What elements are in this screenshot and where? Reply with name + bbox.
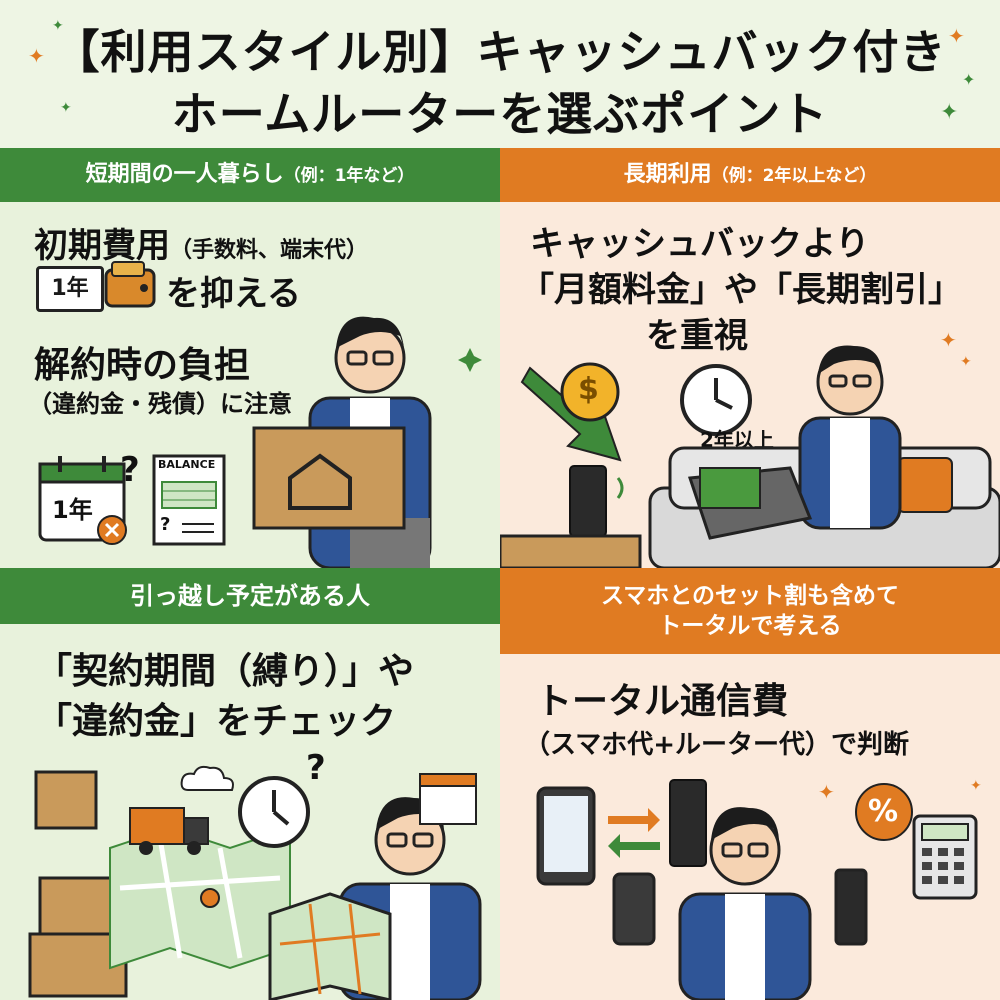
panel-heading-line1: スマホとのセット割も含めて xyxy=(600,583,900,609)
panel-bundle: スマホとのセット割も含めて トータルで考える トータル通信費 （スマホ代+ルータ… xyxy=(500,568,1000,1000)
panel-heading: 短期間の一人暮らし（例：1年など） xyxy=(0,148,500,202)
calculator-icon xyxy=(912,814,978,900)
panel-moving: 引っ越し予定がある人 「契約期間（縛り）」や 「違約金」をチェック ? xyxy=(0,568,500,1000)
coin-icon xyxy=(560,362,620,422)
point-cancel-burden-sub: （違約金・残債）に注意 xyxy=(28,390,292,418)
sparkle-icon: ✦ xyxy=(940,328,957,352)
cloud-icon xyxy=(180,765,234,791)
panel-long-term: 長期利用（例：2年以上など） キャッシュバックより 「月額料金」や「長期割引」 … xyxy=(500,148,1000,568)
calendar-icon xyxy=(38,456,127,545)
map-with-truck-illustration xyxy=(109,807,291,970)
moving-boxes-illustration xyxy=(28,770,128,998)
router-icon xyxy=(669,779,707,867)
sparkle-icon: ✦ xyxy=(818,780,835,804)
document-title: BALANCE xyxy=(158,458,216,471)
panel-heading-line2: トータルで考える xyxy=(658,613,842,639)
panel-heading: 引っ越し予定がある人 xyxy=(0,568,500,624)
document-question: ? xyxy=(160,514,171,535)
moving-line2: 「違約金」をチェック xyxy=(36,701,397,742)
bundle-line2: （スマホ代+ルーター代）で判断 xyxy=(524,730,910,760)
panel-heading-text: 短期間の一人暮らし xyxy=(85,162,284,187)
balance-document-icon xyxy=(152,454,226,546)
question-mark: ? xyxy=(120,450,140,490)
point-cancel-burden: 解約時の負担 xyxy=(34,345,251,386)
sparkle-icon: ✦ xyxy=(52,18,64,34)
one-year-badge: 1年 xyxy=(36,266,104,312)
wallet-icon xyxy=(104,261,156,308)
clock-icon xyxy=(238,776,310,848)
smartphone-icon xyxy=(536,786,596,886)
person-holding-phone-and-router-illustration xyxy=(612,807,868,1000)
sparkle-icon: ✦ xyxy=(960,354,972,370)
panel-heading: スマホとのセット割も含めて トータルで考える xyxy=(500,568,1000,654)
sparkle-icon: ✦ xyxy=(962,70,976,89)
point-reduce-text: を抑える xyxy=(166,274,301,314)
person-carrying-box-illustration xyxy=(252,316,482,568)
bundle-line1: トータル通信費 xyxy=(536,681,789,722)
panel-short-term: 短期間の一人暮らし（例：1年など） 初期費用（手数料、端末代） 1年 を抑える … xyxy=(0,148,500,568)
sparkle-icon: ✦ xyxy=(948,24,965,48)
exchange-arrows-icon xyxy=(608,808,660,858)
panel-heading-sub: （例：1年など） xyxy=(283,166,415,186)
coin-symbol: $ xyxy=(578,372,599,407)
panel-heading: 長期利用（例：2年以上など） xyxy=(500,148,1000,202)
title-area: 【利用スタイル別】キャッシュバック付き ホームルーターを選ぶポイント ✦ ✦ ✦… xyxy=(0,0,1000,148)
person-relaxing-on-sofa-illustration xyxy=(648,345,1000,568)
sparkle-icon: ✦ xyxy=(60,100,72,116)
question-mark: ? xyxy=(306,748,326,788)
long-term-line1: キャッシュバックより xyxy=(530,224,870,264)
panel-heading-sub: （例：2年以上など） xyxy=(711,166,877,186)
percent-symbol: % xyxy=(868,794,899,829)
point-initial-cost: 初期費用 xyxy=(34,226,170,266)
person-thinking-with-map-illustration xyxy=(268,773,482,1000)
point-initial-cost-sub: （手数料、端末代） xyxy=(170,238,369,263)
sparkle-icon: ✦ xyxy=(940,100,959,125)
moving-line1: 「契約期間（縛り）」や xyxy=(36,651,415,692)
long-term-line2: 「月額料金」や「長期割引」 xyxy=(520,270,962,310)
long-term-line3: を重視 xyxy=(646,316,748,356)
sparkle-icon: ✦ xyxy=(28,44,45,68)
panel-heading-text: 長期利用 xyxy=(623,162,712,187)
router-on-table-illustration xyxy=(500,465,642,568)
calendar-label: 1年 xyxy=(52,496,93,524)
sparkle-icon: ✦ xyxy=(970,778,982,794)
percent-badge-icon xyxy=(855,783,913,841)
clock-icon xyxy=(680,364,752,436)
page-title-line1: 【利用スタイル別】キャッシュバック付き xyxy=(53,25,947,79)
page-title-line2: ホームルーターを選ぶポイント xyxy=(171,87,829,141)
